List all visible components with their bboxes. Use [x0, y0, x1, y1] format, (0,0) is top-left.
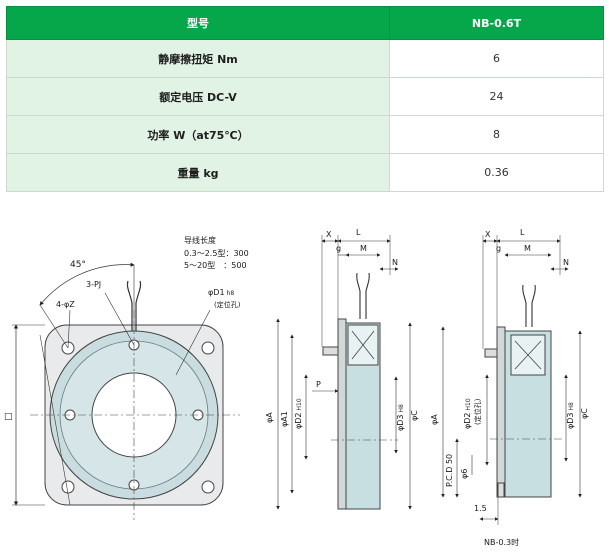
side1-g: g	[336, 244, 341, 253]
side2-d2: φD2H10	[463, 398, 472, 429]
row-label: 重量 kg	[6, 153, 390, 192]
side1-l: L	[356, 228, 361, 237]
row-value: 6	[389, 39, 604, 78]
side1-n: N	[392, 258, 398, 267]
side1-m: M	[360, 244, 367, 253]
lead-line1: 0.3～2.5型：300	[184, 249, 249, 258]
side2-n: N	[563, 258, 569, 267]
row-value: 0.36	[389, 153, 604, 192]
side2-m: M	[524, 244, 531, 253]
row-label: 静摩擦扭矩 Nm	[6, 39, 390, 78]
side2-pcd: P.C.D 50	[445, 454, 454, 487]
spec-header-row: 型号 NB-0.6T	[6, 6, 604, 40]
spec-row: 功率 W（at75℃） 8	[6, 115, 604, 154]
side2-a: φA	[430, 414, 439, 425]
spec-table: 型号 NB-0.6T 静摩擦扭矩 Nm 6 额定电压 DC-V 24 功率 W（…	[6, 6, 604, 192]
header-label: 型号	[6, 6, 390, 40]
spec-row: 静摩擦扭矩 Nm 6	[6, 39, 604, 78]
z-label: 4-φZ	[56, 300, 75, 309]
side1-p: P	[316, 380, 321, 389]
side2-d3: φD3H8	[566, 402, 575, 429]
spec-row: 额定电压 DC-V 24	[6, 77, 604, 116]
side1-a: φA	[265, 412, 274, 423]
row-value: 24	[389, 77, 604, 116]
side2-x: X	[485, 230, 491, 239]
side1-d3: φD3H8	[396, 404, 405, 431]
header-model: NB-0.6T	[389, 6, 604, 40]
side1-d2: φD2H10	[294, 398, 303, 429]
technical-drawing: 45° 导线长度 0.3～2.5型：300 5～20型 ：500 3-PJ 4-…	[4, 228, 589, 547]
side2-caption: NB-0.3时	[484, 537, 519, 547]
row-value: 8	[389, 115, 604, 154]
side2-c: φC	[580, 408, 589, 419]
row-label: 额定电压 DC-V	[6, 77, 390, 116]
side-view-2	[441, 235, 582, 525]
side1-c: φC	[410, 410, 419, 421]
angle-label: 45°	[70, 260, 86, 270]
side1-a1: φA1	[280, 411, 289, 427]
side1-x: X	[326, 230, 332, 239]
square-label: □	[4, 412, 13, 422]
side2-g: g	[496, 244, 501, 253]
side2-l: L	[520, 228, 525, 237]
side-view-1	[276, 235, 412, 510]
front-view	[12, 262, 240, 520]
d1-note: (定位孔)	[214, 300, 241, 309]
spec-row: 重量 kg 0.36	[6, 153, 604, 192]
lead-title: 导线长度	[184, 235, 216, 245]
lead-line2: 5～20型 ：500	[184, 261, 247, 270]
side2-six: φ6	[460, 469, 469, 479]
pj-label: 3-PJ	[86, 280, 101, 289]
side2-d2-note: (定位孔)	[473, 398, 482, 425]
side2-dim15: 1.5	[474, 504, 487, 513]
row-label: 功率 W（at75℃）	[6, 115, 390, 154]
